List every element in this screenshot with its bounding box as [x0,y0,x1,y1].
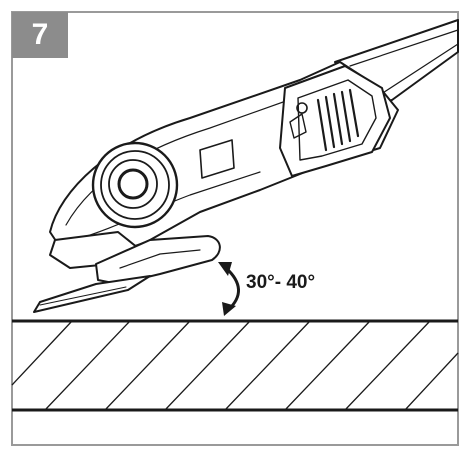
figure-frame [11,11,459,446]
vent-slot [199,139,235,179]
switch-housing [279,65,391,177]
switch-screw-icon [296,102,308,114]
tool-knob-center [117,168,149,200]
surface-hatching [11,320,459,411]
lock-symbol-icon [289,113,307,139]
arrowhead-top-icon [218,262,232,276]
multitool-drawing [33,19,459,313]
tool-knob-outer [91,141,179,229]
arrowhead-bottom-icon [222,302,236,316]
angle-label: 30°- 40° [246,272,316,293]
angle-indicator [218,262,240,316]
step-number-badge: 7 [12,12,68,58]
